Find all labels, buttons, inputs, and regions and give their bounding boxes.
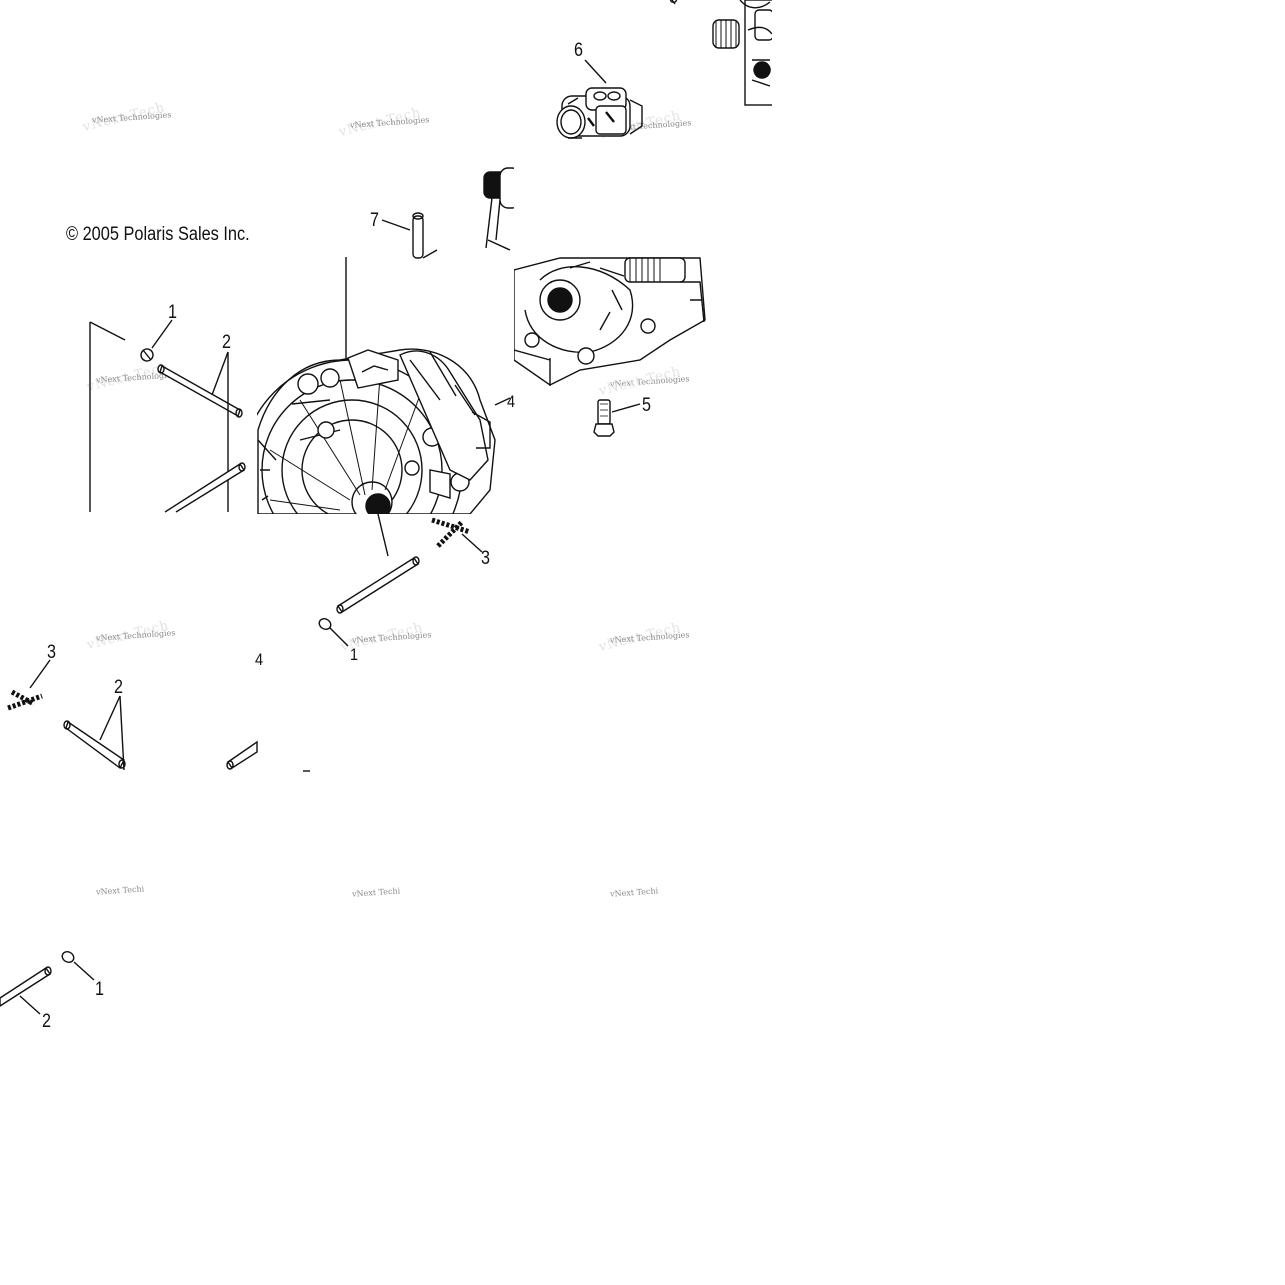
callout-4: 4 xyxy=(507,392,516,411)
housing-fragment-top xyxy=(712,0,772,106)
copyright-text: © 2005 Polaris Sales Inc. xyxy=(66,224,250,245)
callout-4: 4 xyxy=(255,650,264,669)
callout-3: 3 xyxy=(47,642,56,663)
callout-1: 1 xyxy=(95,979,104,1000)
bottom-assembly-1-2 xyxy=(0,951,95,1015)
callout-6: 6 xyxy=(574,40,583,61)
lower-left-assembly xyxy=(7,659,310,772)
left-assembly-1-2 xyxy=(89,319,246,513)
housing-right xyxy=(514,257,706,386)
coupler-part-6 xyxy=(556,87,643,139)
middle-shaft-assembly xyxy=(318,513,483,647)
bolt-part-5 xyxy=(593,399,641,437)
shaft-fragment-middle xyxy=(483,167,514,251)
callout-2: 2 xyxy=(114,677,123,698)
callout-3: 3 xyxy=(481,548,490,569)
callout-7: 7 xyxy=(370,210,379,231)
callout-2: 2 xyxy=(42,1011,51,1032)
callout-2: 2 xyxy=(222,332,231,353)
callout-8: 8 xyxy=(669,0,678,7)
callout-1: 1 xyxy=(168,302,177,323)
gearbox-housing xyxy=(257,348,511,514)
callout-1: 1 xyxy=(350,645,359,664)
pin-part-7 xyxy=(381,212,438,259)
callout-5: 5 xyxy=(642,395,651,416)
